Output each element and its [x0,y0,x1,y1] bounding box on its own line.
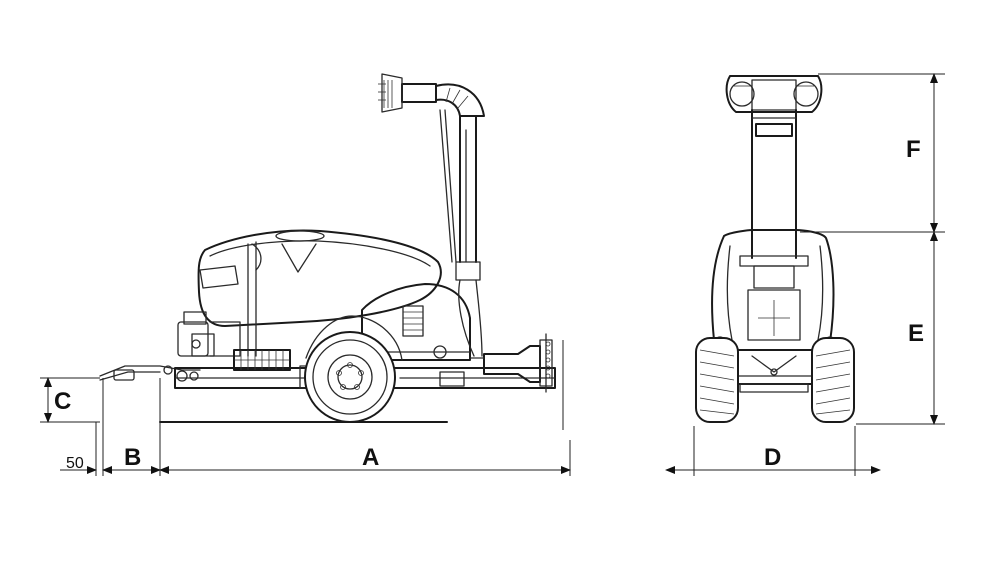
rear-axle [729,349,819,393]
rear-left-tire [695,337,739,423]
rear-right-tire [811,337,855,423]
rear-outlet [469,333,553,393]
dimension-e-label: E [908,320,925,347]
dimension-d [665,426,881,476]
rear-view [665,73,945,476]
dimension-b-label: B [124,444,142,471]
dimension-d-label: D [764,444,782,471]
rear-tank [711,229,836,351]
rear-tower-head [725,75,823,113]
side-view [40,73,571,476]
tank-body [197,229,442,357]
dimension-f-label: F [906,136,921,163]
rear-tower-column [751,109,797,259]
dimension-offset [60,422,97,476]
dimension-a [159,340,571,476]
dimension-e [800,231,945,425]
dimension-b [102,378,161,476]
fan-housing [361,283,471,361]
side-wheel [304,315,403,423]
dimension-a-label: A [362,444,380,471]
dimension-c [40,377,100,423]
dimension-f [818,73,945,233]
drawbar [99,365,201,382]
dimension-offset-label: 50 [66,455,84,472]
vertical-tower [378,73,485,357]
dimension-c-label: C [54,388,72,415]
pump-unit [177,311,241,357]
control-panel [233,349,291,371]
